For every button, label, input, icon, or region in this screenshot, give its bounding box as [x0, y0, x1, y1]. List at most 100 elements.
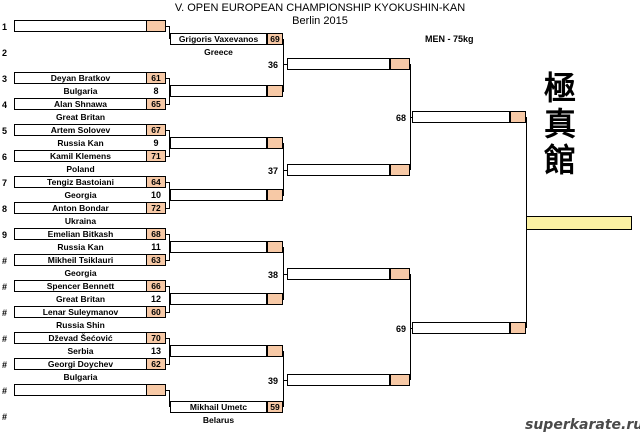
bracket-line: [169, 182, 170, 208]
score-box: [390, 374, 410, 386]
match-number: 36: [267, 60, 278, 70]
competitor-country: Poland: [66, 164, 95, 174]
seed-number: 1: [2, 22, 8, 32]
score-box: [267, 137, 283, 149]
bracket-line: [410, 117, 412, 118]
score-box: [510, 322, 526, 334]
bracket-line: [169, 286, 170, 312]
score-box: [267, 241, 283, 253]
bracket-line: [166, 26, 170, 27]
competitor-name: [14, 384, 147, 396]
bracket-line: [169, 338, 170, 364]
score-box: 72: [146, 202, 166, 214]
competitor-country: Georgia: [64, 268, 97, 278]
score-box: [267, 85, 283, 97]
seed-number: #: [2, 308, 8, 318]
seed-number: #: [2, 334, 8, 344]
bracket-line: [169, 130, 170, 156]
competitor-name: Lenar Suleymanov: [14, 306, 147, 318]
bracket-line: [283, 351, 284, 407]
score-box: 69: [267, 33, 283, 45]
seed-number: #: [2, 256, 8, 266]
score-box: [267, 189, 283, 201]
score-box: 70: [146, 332, 166, 344]
match-number: 13: [150, 346, 161, 356]
champion-box: [526, 216, 632, 230]
round2-slot: [287, 58, 390, 70]
seed-number: 9: [2, 230, 8, 240]
competitor-name: Spencer Bennett: [14, 280, 147, 292]
round2-slot: [170, 85, 267, 97]
bracket-line: [283, 39, 284, 92]
bracket-line: [166, 286, 170, 287]
match-number: 68: [395, 113, 406, 123]
competitor-name: Tengiz Bastoiani: [14, 176, 147, 188]
score-box: 60: [146, 306, 166, 318]
seed-number: 4: [2, 100, 8, 110]
bracket-line: [283, 170, 287, 171]
competitor-country: Russia Shin: [56, 320, 105, 330]
semifinal-slot: [412, 322, 510, 334]
competitor-name: Mikheil Tsiklauri: [14, 254, 147, 266]
bracket-line: [283, 380, 287, 381]
watermark: superkarate.ru: [525, 417, 640, 433]
round2-slot: [287, 164, 390, 176]
seed-number: #: [2, 386, 8, 396]
score-box: [510, 111, 526, 123]
bracket-line: [166, 312, 170, 313]
bracket-line: [169, 78, 170, 104]
score-box: [390, 58, 410, 70]
competitor-country: Belarus: [202, 415, 235, 425]
bracket-line: [526, 117, 527, 328]
bracket-line: [283, 143, 284, 196]
bracket-line: [166, 390, 170, 391]
seed-number: 7: [2, 178, 8, 188]
bracket-line: [166, 260, 170, 261]
round2-slot: [287, 374, 390, 386]
bracket-line: [166, 338, 170, 339]
match-number: 12: [150, 294, 161, 304]
score-box: [267, 293, 283, 305]
competitor-country: Great Britan: [55, 294, 106, 304]
competitor-country: Georgia: [64, 190, 97, 200]
competitor-name: Dževad Šećović: [14, 332, 147, 344]
score-box: 62: [146, 358, 166, 370]
score-box: [390, 268, 410, 280]
seed-number: 2: [2, 48, 8, 58]
competitor-country: Russia Kan: [57, 242, 104, 252]
seed-number: 6: [2, 152, 8, 162]
competitor-country: Ukraina: [64, 216, 97, 226]
seed-number: #: [2, 360, 8, 370]
seed-number: #: [2, 282, 8, 292]
score-box: 61: [146, 72, 166, 84]
score-box: [146, 384, 166, 396]
bracket-line: [166, 78, 170, 79]
semifinal-slot: [412, 111, 510, 123]
bracket-line: [169, 26, 170, 39]
round2-slot: [287, 268, 390, 280]
weight-category: MEN - 75kg: [425, 34, 474, 44]
bracket-line: [283, 64, 287, 65]
bracket-line: [166, 208, 170, 209]
score-box: 68: [146, 228, 166, 240]
competitor-name: Alan Shnawa: [14, 98, 147, 110]
seed-number: 5: [2, 126, 8, 136]
round2-slot: [170, 137, 267, 149]
competitor-country: Bulgaria: [63, 86, 98, 96]
competitor-name: Emelian Bitkash: [14, 228, 147, 240]
competitor-name: Grigoris Vaxevanos: [170, 33, 267, 45]
bracket-line: [166, 182, 170, 183]
competitor-country: Serbia: [67, 346, 94, 356]
bracket-line: [410, 328, 412, 329]
competitor-name: Artem Solovev: [14, 124, 147, 136]
bracket-line: [166, 364, 170, 365]
round2-slot: [170, 241, 267, 253]
score-box: 67: [146, 124, 166, 136]
page-subtitle: Berlin 2015: [292, 15, 348, 27]
score-box: 63: [146, 254, 166, 266]
bracket-line: [166, 156, 170, 157]
page-title: V. OPEN EUROPEAN CHAMPIONSHIP KYOKUSHIN-…: [174, 2, 466, 14]
competitor-name: Georgi Doychev: [14, 358, 147, 370]
competitor-country: Greece: [204, 47, 233, 57]
match-number: 9: [153, 138, 159, 148]
